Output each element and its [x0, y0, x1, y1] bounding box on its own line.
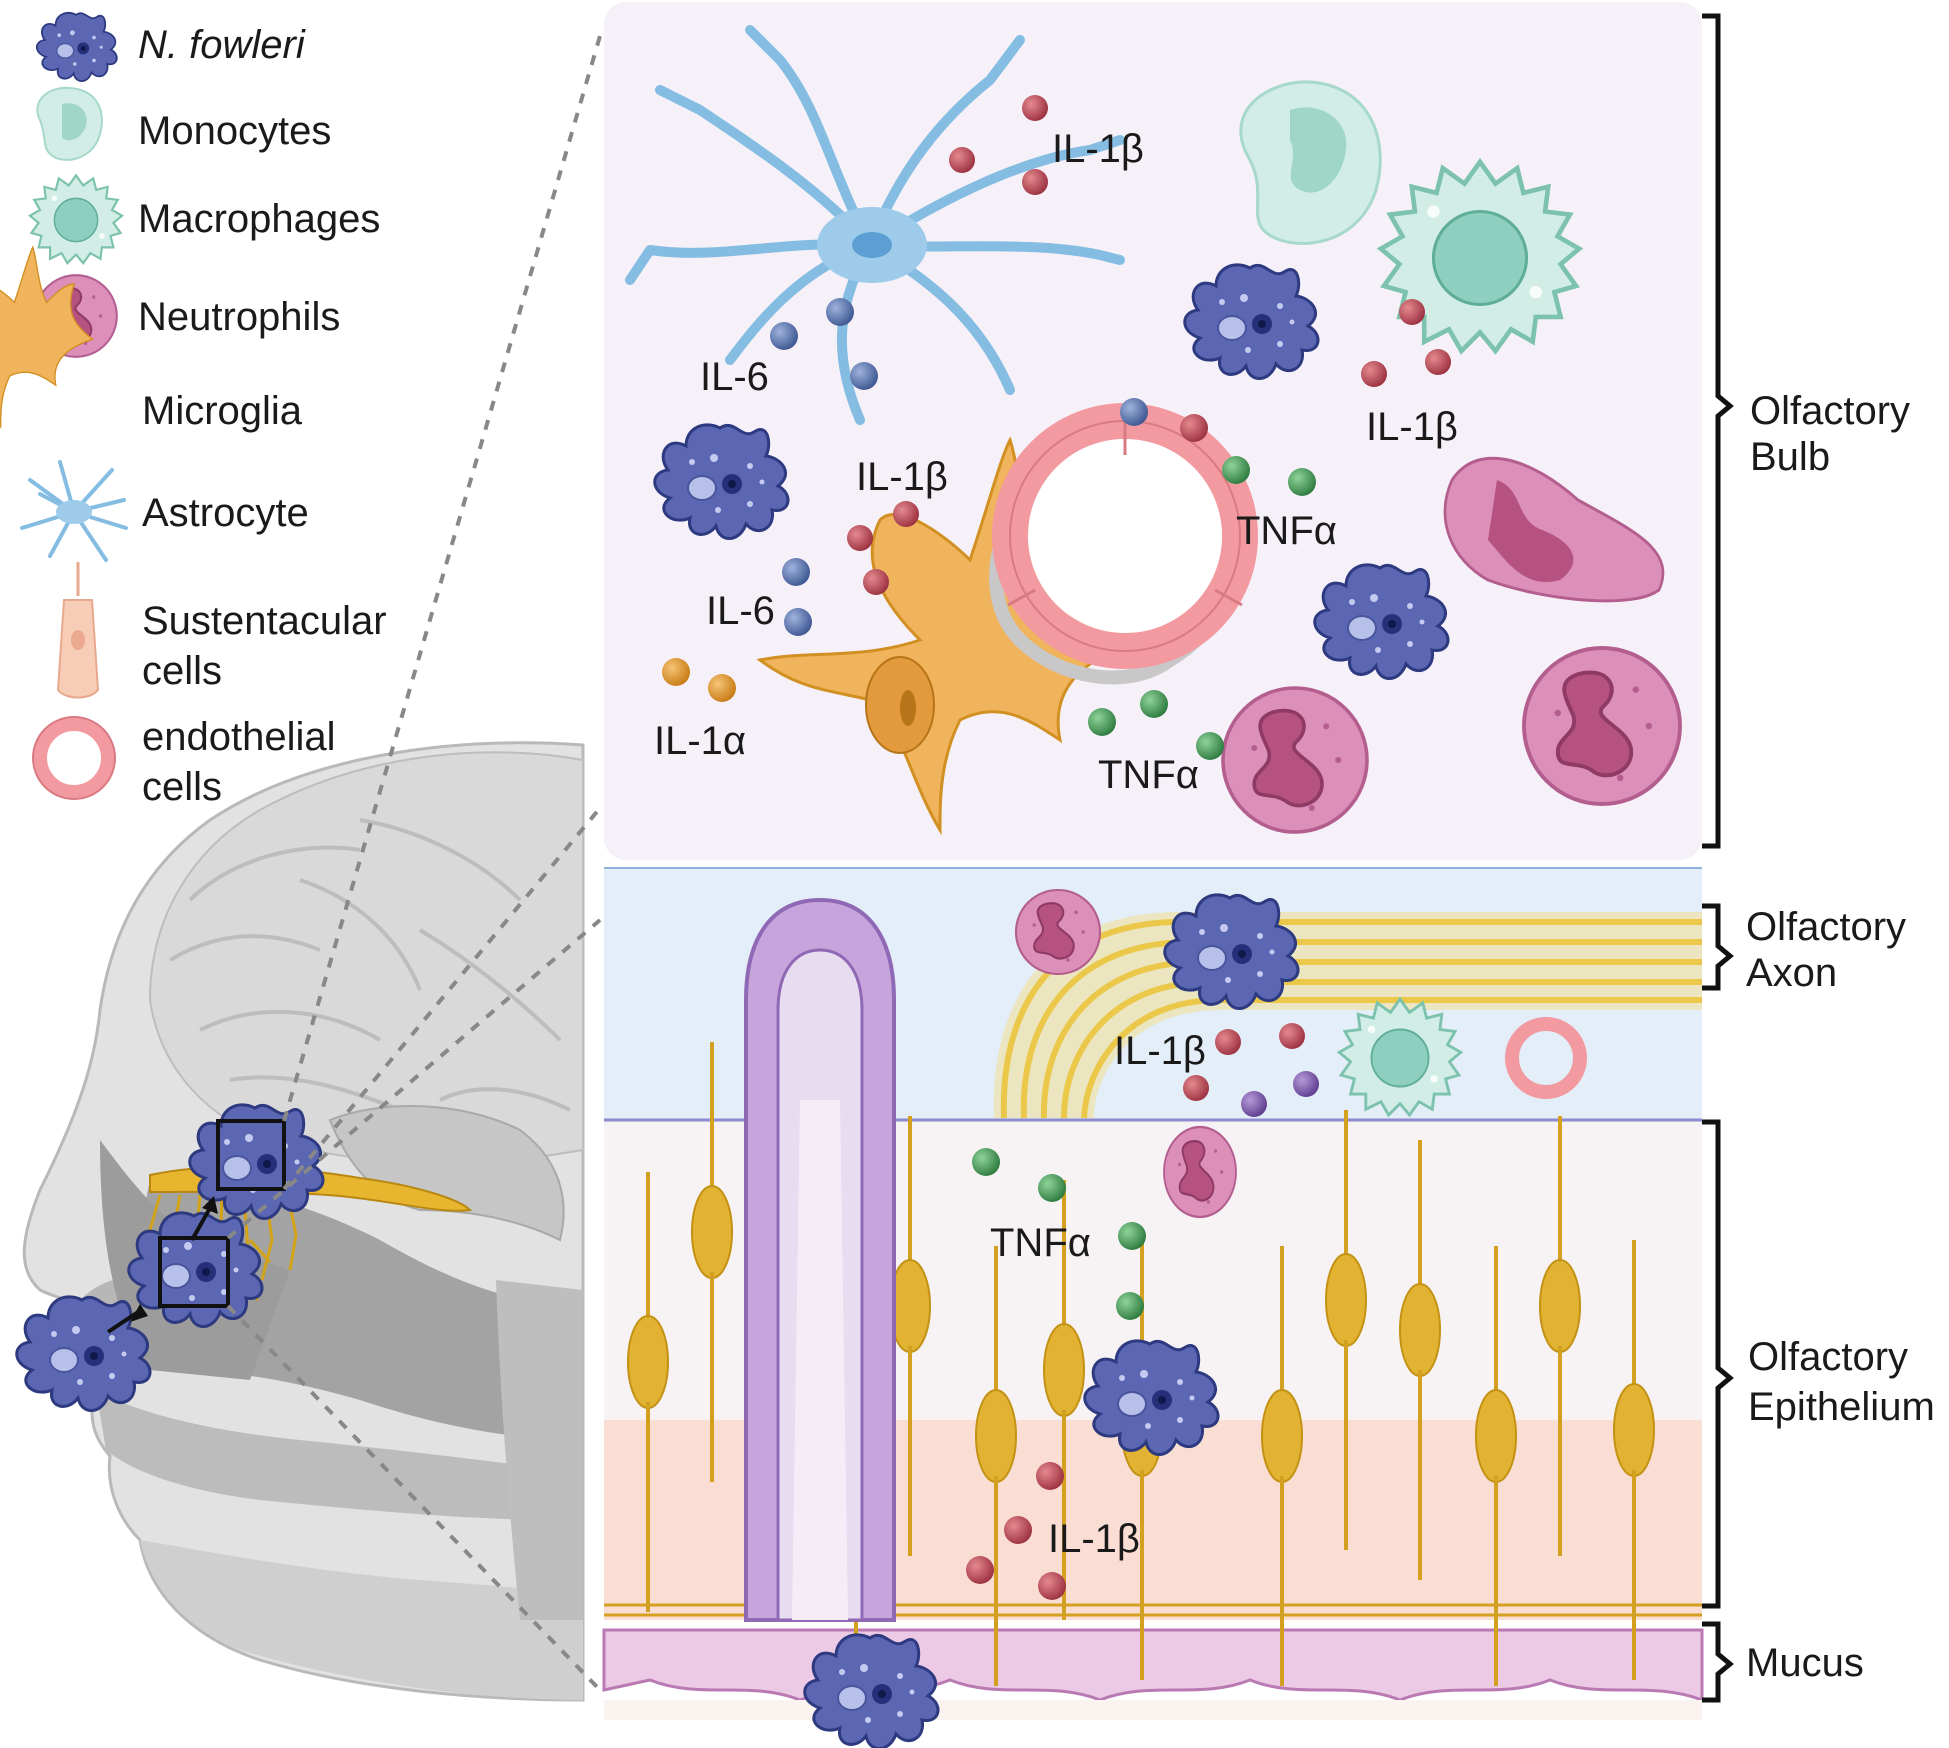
label-il1b-lower: IL-1β	[1048, 1517, 1140, 1561]
label-il1b-top: IL-1β	[1052, 127, 1144, 171]
label-tnfa-bottom: TNFα	[1098, 753, 1199, 797]
head-sagittal-illustration	[22, 741, 585, 1702]
amoeba-mucus	[803, 1633, 940, 1748]
label-il6-top: IL-6	[700, 355, 769, 399]
bowman-gland	[744, 897, 896, 1622]
astrocyte	[625, 25, 1125, 425]
label-mucus: Mucus	[1746, 1641, 1864, 1685]
label-olfactory-axon-2: Axon	[1746, 951, 1837, 995]
label-tnfa-epithelium: TNFα	[990, 1221, 1091, 1265]
amoeba-icon	[35, 12, 118, 83]
endothelial-cell-icon	[32, 716, 116, 800]
legend-macrophages: Macrophages	[138, 197, 380, 241]
label-olfactory-bulb-2: Bulb	[1750, 435, 1830, 479]
monocyte	[1239, 80, 1382, 245]
neutrophil-epithelium	[1162, 1125, 1238, 1219]
legend-sustentacular-1: Sustentacular	[142, 599, 387, 643]
legend-n-fowleri: N. fowleri	[138, 23, 306, 67]
monocyte-icon	[36, 86, 103, 161]
label-tnfa-right: TNFα	[1236, 509, 1337, 553]
legend-monocytes: Monocytes	[138, 109, 331, 153]
label-olfactory-axon-1: Olfactory	[1746, 905, 1906, 949]
cytokine-beads-bulb	[662, 95, 1451, 760]
endothelial-axon	[1505, 1017, 1587, 1099]
label-il1b-axon: IL-1β	[1114, 1029, 1206, 1073]
sustentacular-cell-icon	[56, 562, 100, 699]
microglia-icon	[0, 245, 95, 430]
neutrophil-bulb-3	[1522, 646, 1682, 806]
astrocyte-icon	[20, 460, 128, 562]
legend-endothelial-2: cells	[142, 765, 222, 809]
cytokine-beads-axon	[1183, 1023, 1319, 1117]
legend-astrocyte: Astrocyte	[142, 491, 309, 535]
label-olfactory-epithelium-1: Olfactory	[1748, 1335, 1908, 1379]
bracket-labels: Olfactory Bulb Olfactory Axon Olfactory …	[1746, 389, 1935, 1685]
legend-microglia: Microglia	[142, 389, 303, 433]
bulb-zoom-box	[216, 1119, 286, 1191]
legend-endothelial-1: endothelial	[142, 715, 336, 759]
section-brackets	[1702, 13, 1734, 1703]
macrophage-icon	[28, 174, 124, 265]
label-olfactory-bulb-1: Olfactory	[1750, 389, 1910, 433]
legend-sustentacular-2: cells	[142, 649, 222, 693]
zoom-guide-lines	[226, 35, 602, 1692]
cytokine-beads-epithelium	[966, 1148, 1146, 1600]
label-il6-bottom: IL-6	[706, 589, 775, 633]
neutrophil-bulb-1	[1443, 456, 1665, 603]
label-olfactory-epithelium-2: Epithelium	[1748, 1385, 1935, 1429]
neutrophil-axon	[1014, 888, 1102, 976]
label-il1b-mid: IL-1β	[856, 455, 948, 499]
legend: N. fowleri Monocytes Macrophages Neutrop…	[0, 12, 387, 809]
cytokine-labels: IL-1β IL-1β IL-1β IL-6 IL-6 IL-1α TNFα T…	[654, 127, 1458, 1561]
mucus-layer	[602, 1628, 1704, 1703]
olfactory-nerve-illustration	[15, 1103, 473, 1413]
legend-neutrophils: Neutrophils	[138, 295, 340, 339]
label-il1b-right: IL-1β	[1366, 405, 1458, 449]
label-il1a: IL-1α	[654, 719, 746, 763]
